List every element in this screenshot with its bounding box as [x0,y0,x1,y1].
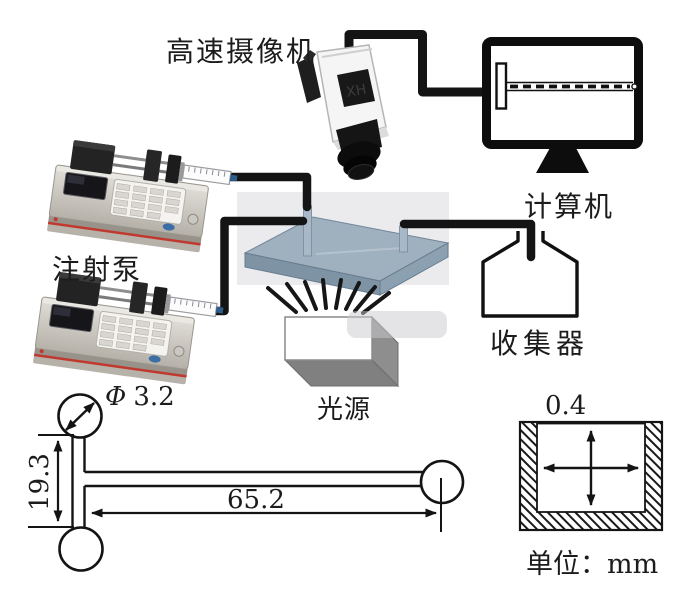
monitor-frame [482,37,643,149]
camera-logo-text: XH [345,82,368,101]
light-rays [266,278,391,315]
dimension-label-vertical: 19.3 [25,453,55,511]
chip-inlet-port [303,205,312,257]
phi-symbol: Φ [105,382,127,412]
watermark-overlay [347,311,447,338]
tube-pump1-to-chip [221,172,312,212]
screen-droplet-channel [495,62,638,110]
collector-icon [481,231,579,318]
channel-cross-section [518,420,664,532]
dimension-label-width: 0.4 [545,391,587,421]
diameter-value: 3.2 [133,382,175,412]
computer-label: 计算机 [524,190,615,223]
collector-label: 收集器 [490,327,590,360]
diameter-arrow [65,402,95,431]
dimension-label-horizontal: 65.2 [227,485,285,515]
tube-chip-to-collector [399,219,536,262]
light-source-label: 光源 [317,395,372,425]
high-speed-camera-illustration: XH [297,44,389,180]
monitor-stand [536,146,589,173]
inlet-port-circle-bottom [58,526,104,572]
pump-label: 注射泵 [52,253,143,286]
camera-logo-panel [337,69,375,107]
unit-label: 单位：mm [526,549,659,580]
syringe-pump-top-illustration [45,135,241,258]
cable-camera-to-computer [344,30,487,97]
chip-illustration [237,192,450,296]
computer-monitor-icon [482,37,643,173]
camera-handle [297,56,321,103]
chip-outlet-port [399,225,408,253]
camera-label: 高速摄像机 [166,35,317,68]
light-source-icon [266,278,447,388]
t-junction-schematic [28,393,465,572]
